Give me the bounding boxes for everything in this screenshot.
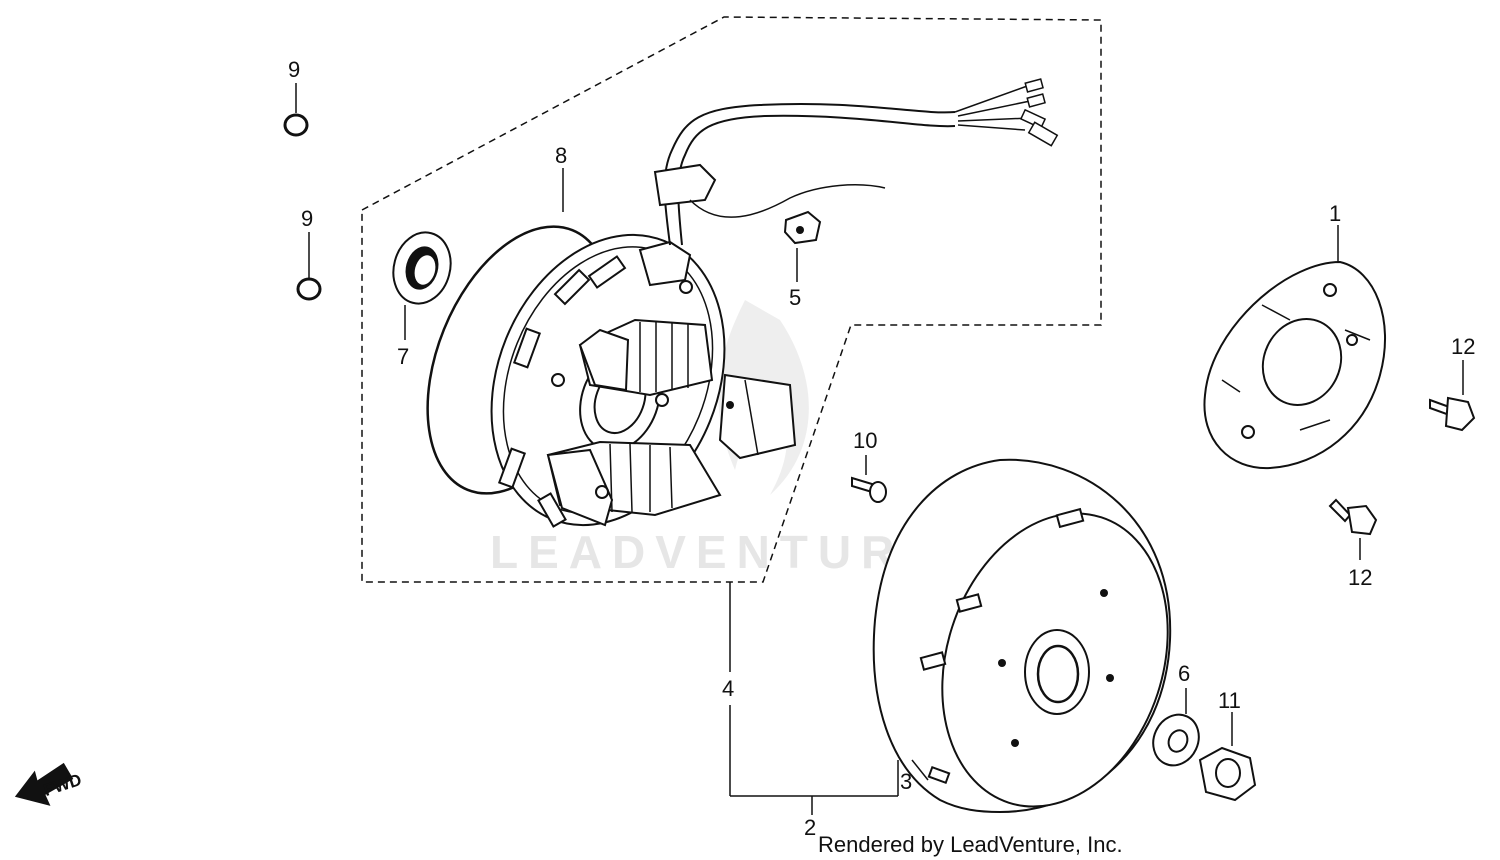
washer-upper — [283, 83, 309, 137]
bolt-upper — [1429, 360, 1476, 432]
callout-7: 7 — [397, 344, 409, 369]
bolt-lower — [1328, 498, 1378, 560]
callout-8: 8 — [555, 143, 567, 168]
callout-10: 10 — [853, 428, 877, 453]
washer-lower — [296, 232, 322, 301]
callout-2: 2 — [804, 815, 816, 840]
callout-5: 5 — [789, 285, 801, 310]
flywheel-washer — [1152, 688, 1200, 767]
forward-direction-arrow: FWD — [14, 762, 84, 806]
wire-harness — [653, 78, 1059, 246]
callout-11: 11 — [1218, 688, 1241, 713]
callout-9-upper: 9 — [288, 57, 300, 82]
flywheel-rotor — [872, 458, 1172, 814]
callout-9-lower: 9 — [301, 206, 313, 231]
callout-1: 1 — [1329, 201, 1341, 226]
wire-clamp — [783, 210, 822, 282]
oil-seal — [392, 231, 452, 340]
screw — [851, 455, 887, 503]
callout-12-lower: 12 — [1348, 565, 1372, 590]
callout-4-leader — [729, 582, 899, 815]
footer-credit: Rendered by LeadVenture, Inc. — [818, 832, 1123, 857]
callout-6: 6 — [1178, 661, 1190, 686]
base-plate — [1203, 225, 1387, 470]
watermark-text: LEADVENTURE — [490, 526, 945, 578]
callout-3: 3 — [900, 769, 912, 794]
callout-4: 4 — [722, 676, 734, 701]
stator-assembly-boundary — [361, 16, 1102, 583]
flywheel-nut — [1198, 712, 1257, 802]
callout-12-upper: 12 — [1451, 334, 1475, 359]
stator-plate — [490, 233, 797, 528]
